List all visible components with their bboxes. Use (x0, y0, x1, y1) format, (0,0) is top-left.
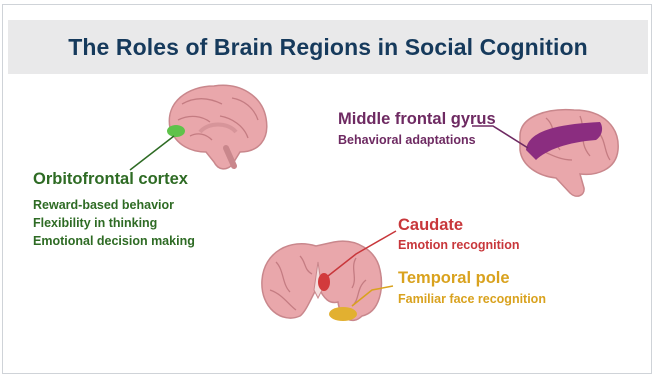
title-band (8, 20, 648, 74)
orbitofrontal-function-2: Flexibility in thinking (33, 216, 158, 230)
figure-title: The Roles of Brain Regions in Social Cog… (68, 33, 588, 60)
caudate-title: Caudate (398, 216, 464, 234)
orbitofrontal-connector (129, 135, 175, 171)
caudate-connector (327, 230, 397, 277)
figure-frame (2, 4, 652, 374)
middle-frontal-title: Middle frontal gyrus (338, 110, 496, 128)
temporal-pole-highlight (329, 307, 357, 321)
temporal-pole-connector (351, 285, 394, 307)
orbitofrontal-title: Orbitofrontal cortex (33, 170, 188, 188)
caudate-highlight (318, 273, 330, 291)
caudate-function: Emotion recognition (398, 238, 520, 252)
sagittal-brain-icon (167, 84, 268, 170)
middle-frontal-connector (472, 125, 529, 149)
orbitofrontal-function-1: Reward-based behavior (33, 198, 175, 212)
orbitofrontal-function-3: Emotional decision making (33, 234, 195, 248)
temporal-pole-title: Temporal pole (398, 269, 510, 287)
coronal-brain-icon (261, 240, 383, 322)
orbitofrontal-highlight (167, 125, 185, 137)
temporal-pole-function: Familiar face recognition (398, 292, 546, 306)
middle-frontal-function: Behavioral adaptations (338, 133, 476, 147)
lateral-brain-icon (519, 108, 619, 197)
middle-frontal-highlight (526, 122, 603, 160)
